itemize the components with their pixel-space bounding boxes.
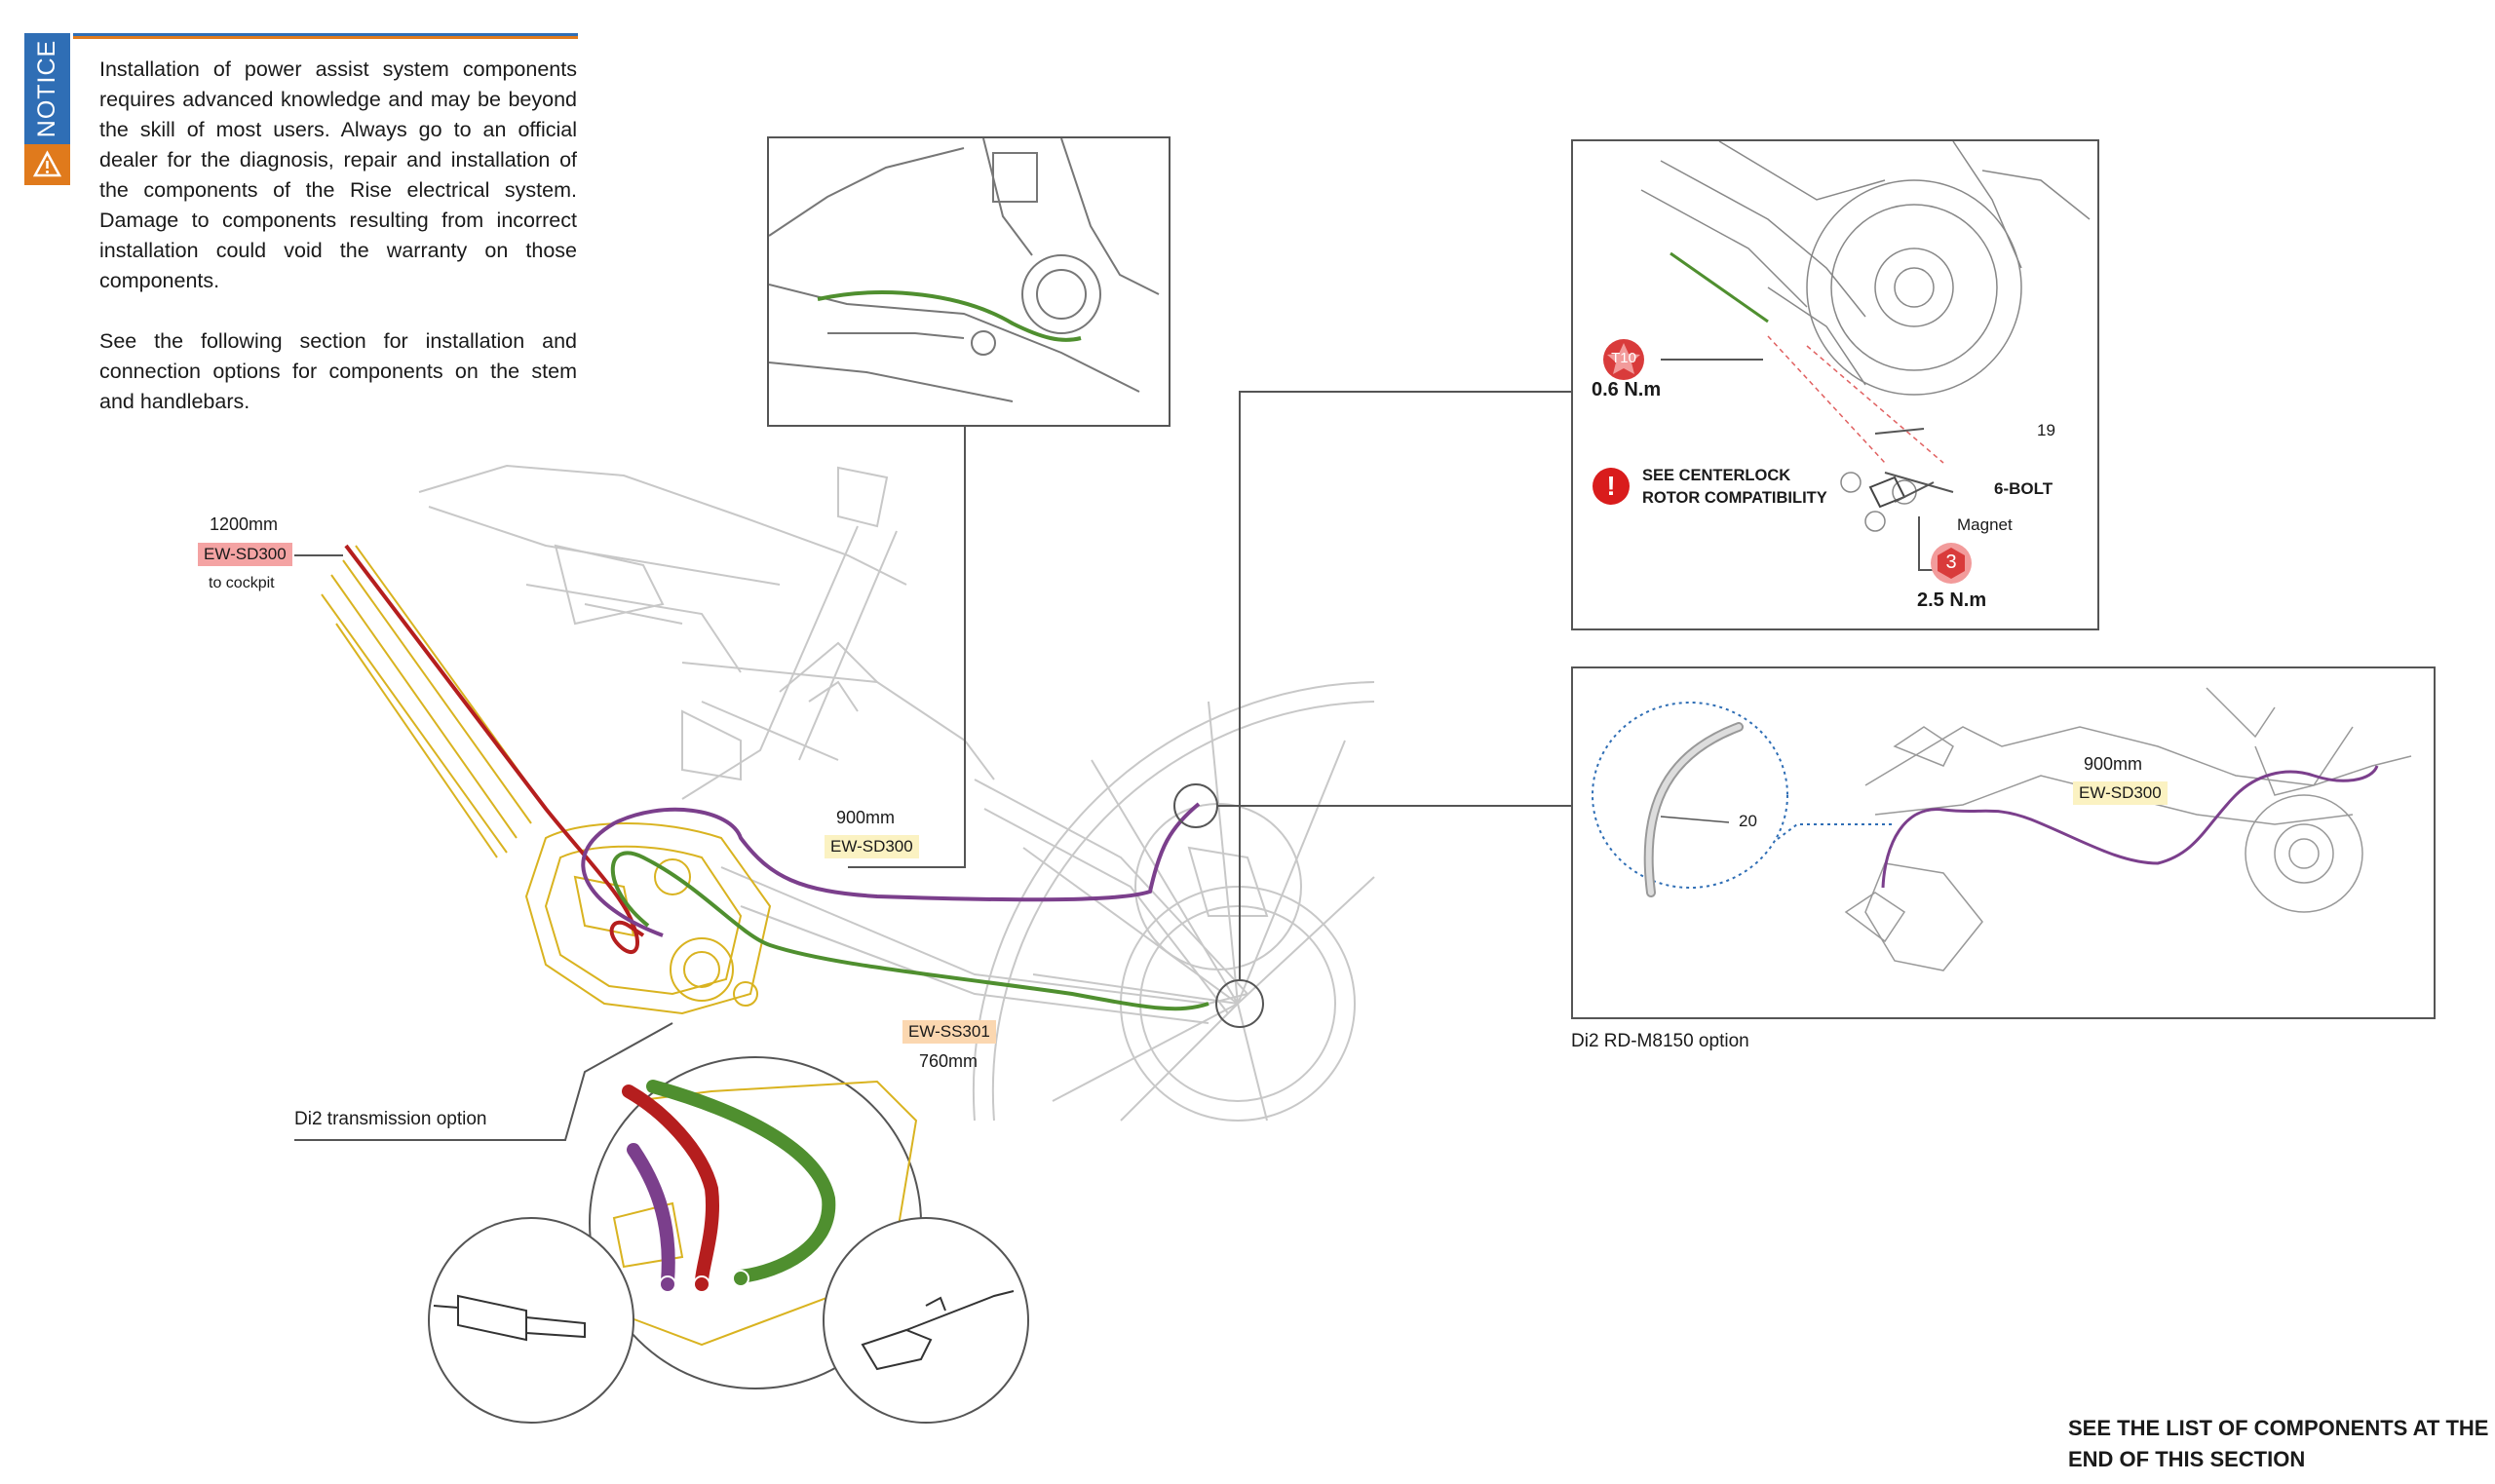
torque-3-icon: 3	[1930, 542, 1973, 585]
transmission-option-caption: Di2 transmission option	[294, 1109, 487, 1129]
notice-paragraph-1: Installation of power assist system comp…	[99, 57, 577, 292]
seat-tube-detail-drawing	[769, 138, 1160, 402]
connector-detail-right	[823, 1217, 1029, 1424]
detail-box-rear-derailleur: 20 900mm EW-SD300	[1571, 666, 2436, 1019]
cable-green	[610, 851, 1209, 1011]
rd-option-caption: Di2 RD-M8150 option	[1571, 1031, 1749, 1051]
rd-cable-length: 900mm	[2084, 754, 2143, 774]
callout-circle-rotor	[1215, 979, 1264, 1028]
detail-box-seat-tube	[767, 136, 1171, 427]
centerlock-alert-line2: ROTOR COMPATIBILITY	[1642, 489, 1827, 507]
footer-line-1: SEE THE LIST OF COMPONENTS AT THE	[2068, 1416, 2489, 1440]
cable-red	[344, 544, 645, 954]
exclamation-icon: !	[1593, 468, 1630, 505]
notice-top-stripe	[73, 33, 578, 39]
leader-lines	[294, 391, 1571, 1141]
footer-note: SEE THE LIST OF COMPONENTS AT THE END OF…	[2068, 1413, 2488, 1475]
warning-triangle-icon	[32, 150, 62, 177]
torque-3-label: 3	[1945, 552, 1957, 573]
t10-torque-value: 0.6 N.m	[1592, 379, 1662, 400]
cockpit-cable-code: EW-SD300	[198, 543, 292, 566]
magnet-label: Magnet	[1957, 515, 2013, 534]
sensor-cable-code: EW-SS301	[902, 1020, 996, 1044]
t10-label: T10	[1611, 350, 1636, 366]
rotor-callout-number: 19	[2037, 421, 2055, 439]
rd-main-cable-length: 900mm	[836, 808, 896, 827]
rd-cable-code: EW-SD300	[2073, 781, 2168, 805]
rotor-detail-drawing	[1640, 141, 2091, 571]
torque-3-value: 2.5 N.m	[1917, 590, 1987, 611]
rear-derailleur-detail-drawing	[1592, 687, 2412, 971]
notice-badge: NOTICE	[24, 33, 70, 185]
t10-torque-icon: T10	[1602, 338, 1645, 381]
detail-box-rotor: T10 0.6 N.m ! SEE CENTERLOCK ROTOR COMPA…	[1571, 139, 2099, 630]
sensor-cable-length: 760mm	[919, 1051, 979, 1071]
cockpit-cable-length: 1200mm	[210, 514, 279, 534]
notice-badge-blue	[24, 33, 70, 144]
cockpit-cable-note: to cockpit	[209, 575, 275, 591]
connector-detail-left	[428, 1217, 634, 1424]
rd-main-cable-code: EW-SD300	[825, 835, 919, 858]
notice-badge-orange	[24, 144, 70, 185]
cable-purple	[581, 802, 1201, 937]
footer-line-2: END OF THIS SECTION	[2068, 1447, 2306, 1471]
notice-paragraph-2: See the following section for installati…	[99, 329, 577, 413]
centerlock-alert-line1: SEE CENTERLOCK	[1642, 467, 1791, 484]
rd-callout-number: 20	[1739, 812, 1757, 830]
notice-text: Installation of power assist system comp…	[99, 55, 577, 447]
six-bolt-label: 6-BOLT	[1994, 479, 2054, 498]
bike-frame-outline	[418, 464, 1375, 1122]
